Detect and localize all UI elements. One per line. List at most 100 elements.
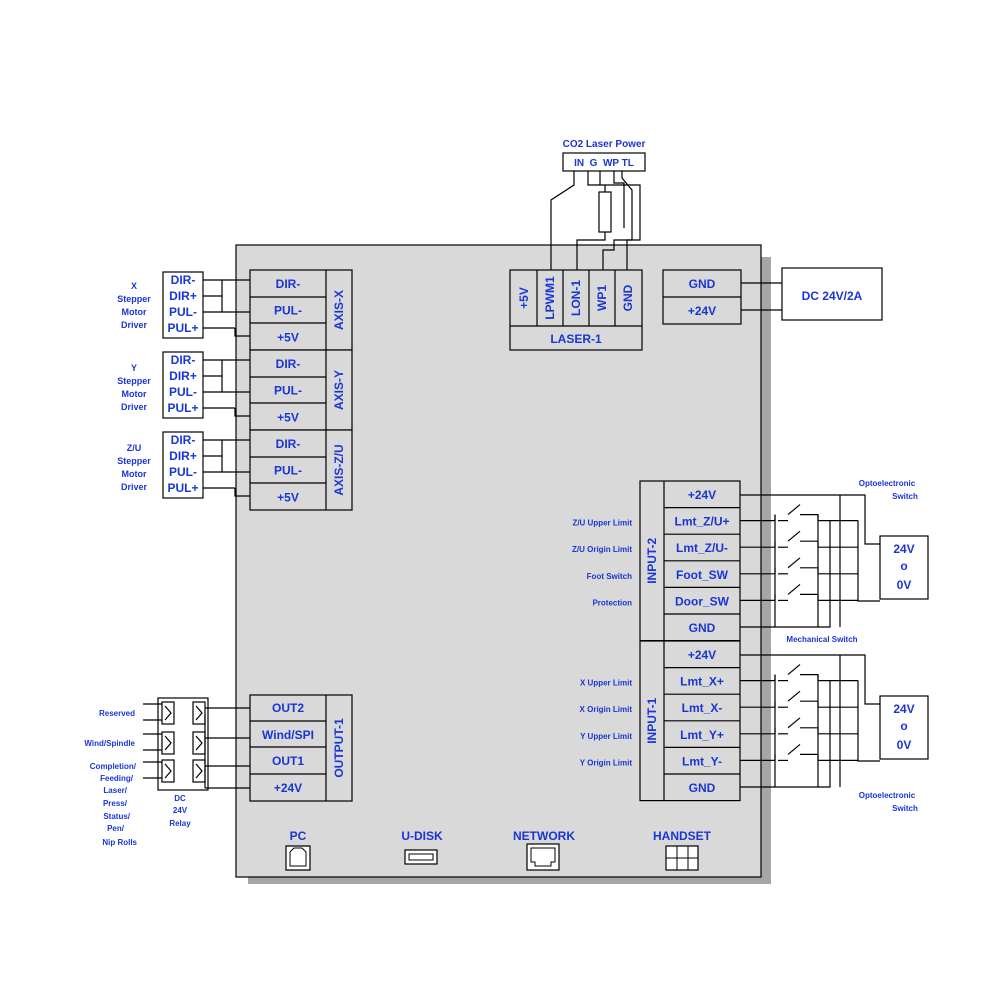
relay-label-relay: Relay <box>169 819 191 828</box>
input-pin-label: +24V <box>688 648 716 662</box>
axis-block-2: DIR-PUL-+5VAXIS-YDIR-DIR+PUL-PUL+YSteppe… <box>117 349 353 431</box>
driver-label-line: Stepper <box>117 456 151 466</box>
completion-label-line2: Feeding/ <box>100 774 134 783</box>
input-description: Protection <box>592 598 632 607</box>
input-label: INPUT-1 <box>645 697 659 743</box>
opto-switch-box <box>879 695 929 760</box>
port-label-u-disk: U-DISK <box>401 829 443 843</box>
axis-pin-label: PUL- <box>274 384 302 398</box>
driver-pin-label: DIR- <box>171 273 196 287</box>
opto-switch-top-line1: Optoelectronic <box>859 479 916 488</box>
completion-label-line5: Status/ <box>103 812 130 821</box>
output-pin-out1: OUT1 <box>272 754 304 768</box>
input-description: X Origin Limit <box>580 705 633 714</box>
axis-label: AXIS-X <box>332 290 346 330</box>
axis-connectors: DIR- PUL- +5V AXIS-X DIR- DIR+ PUL- PUL+ X Steppe… <box>117 269 353 511</box>
driver-label-line: Stepper <box>117 294 151 304</box>
driver-label-line: Z/U <box>127 443 142 453</box>
driver-pin-label: PUL+ <box>167 401 198 415</box>
driver-terminal-box <box>162 431 204 499</box>
relay-label-dc: DC <box>174 794 186 803</box>
co2-laser-power-title: CO2 Laser Power <box>563 139 646 150</box>
co2-laser-power-pins: IN G WP TL <box>574 158 634 169</box>
laser-pin-gnd: GND <box>621 284 635 311</box>
opto-volt-24v: 24V <box>893 542 914 556</box>
input-pin-label: Lmt_X+ <box>680 675 724 689</box>
axis-pin-label: +5V <box>277 490 299 504</box>
driver-pin-label: PUL- <box>169 385 197 399</box>
driver-terminal-box <box>162 271 204 339</box>
relay-label-24v: 24V <box>173 806 188 815</box>
input-pin-label: GND <box>689 781 716 795</box>
driver-pin-label: PUL- <box>169 465 197 479</box>
input-description: Z/U Origin Limit <box>572 545 632 554</box>
axis-block-3: DIR-PUL-+5VAXIS-Z/UDIR-DIR+PUL-PUL+Z/USt… <box>117 429 353 511</box>
axis-pin-label: DIR- <box>276 437 301 451</box>
driver-pin-label: DIR+ <box>169 289 197 303</box>
driver-pin-label: PUL+ <box>167 321 198 335</box>
laser-pin-lpwm1: LPWM1 <box>543 276 557 320</box>
mechanical-switch-label: Mechanical Switch <box>786 635 857 644</box>
port-label-pc: PC <box>290 829 307 843</box>
input-pin-label: Lmt_X- <box>682 701 723 715</box>
driver-label-line: Driver <box>121 402 148 412</box>
driver-label-line: Stepper <box>117 376 151 386</box>
input-pin-label: Lmt_Y+ <box>680 728 724 742</box>
driver-pin-label: DIR+ <box>169 449 197 463</box>
input-pin-label: Lmt_Y- <box>682 754 722 768</box>
opto-volt-0v: 0V <box>897 578 912 592</box>
opto-volt-24v: 24V <box>893 702 914 716</box>
driver-pin-label: PUL+ <box>167 481 198 495</box>
driver-label-line: X <box>131 281 137 291</box>
input-description: Y Upper Limit <box>580 732 632 741</box>
input-pin-label: Lmt_Z/U- <box>676 541 728 555</box>
handset-port-icon <box>665 845 699 871</box>
power-connector: GND +24V DC 24V/2A <box>662 267 883 325</box>
input-description: Z/U Upper Limit <box>572 519 632 528</box>
axis-connector-body <box>249 349 353 431</box>
axis-block-1: DIR-PUL-+5VAXIS-XDIR-DIR+PUL-PUL+XSteppe… <box>117 269 353 351</box>
laser-pin-5v: +5V <box>517 287 531 309</box>
port-label-handset: HANDSET <box>653 829 712 843</box>
driver-label-line: Driver <box>121 320 148 330</box>
power-pin-gnd: GND <box>689 277 716 291</box>
opto-switch-box <box>879 535 929 600</box>
opto-volt-o: o <box>900 719 907 733</box>
opto-volt-0v: 0V <box>897 738 912 752</box>
completion-label-line4: Press/ <box>103 799 128 808</box>
port-label-network: NETWORK <box>513 829 575 843</box>
opto-switch-bottom-line1: Optoelectronic <box>859 791 916 800</box>
laser-1-label: LASER-1 <box>550 332 602 346</box>
driver-label-line: Motor <box>122 389 147 399</box>
switch-bank-1: 24V o 0V <box>740 654 929 788</box>
driver-pin-label: PUL- <box>169 305 197 319</box>
relay-block: DC 24V Relay Reserved Wind/Spindle Compl… <box>84 697 250 847</box>
axis-label: AXIS-Y <box>332 370 346 410</box>
axis-pin-label: +5V <box>277 410 299 424</box>
input-description: Foot Switch <box>587 572 632 581</box>
output-1-connector: OUT2 Wind/SPI OUT1 +24V OUTPUT-1 <box>249 694 353 802</box>
output-pin-24v: +24V <box>274 781 302 795</box>
axis-pin-label: DIR- <box>276 277 301 291</box>
driver-label-line: Motor <box>122 469 147 479</box>
dc-supply-label: DC 24V/2A <box>802 289 863 303</box>
output-pin-wind-spi: Wind/SPI <box>262 728 314 742</box>
relay-output-reserved: Reserved <box>99 709 135 718</box>
completion-label-line3: Laser/ <box>103 786 127 795</box>
input-description: Y Origin Limit <box>580 758 633 767</box>
ports: PC U-DISK NETWORK HANDSET <box>285 829 712 871</box>
opto-switch-bottom-line2: Switch <box>892 804 918 813</box>
completion-label-line1: Completion/ <box>90 762 137 771</box>
input-pin-label: Lmt_Z/U+ <box>674 515 729 529</box>
relay-output-wind-spindle: Wind/Spindle <box>84 739 135 748</box>
axis-connector-body <box>249 269 353 351</box>
input-pin-label: GND <box>689 621 716 635</box>
driver-terminal-box <box>162 351 204 419</box>
input-1-connector: +24V Lmt_X+ Lmt_X- Lmt_Y+ Lmt_Y- GND INPUT-1 X … <box>580 640 741 802</box>
input-pin-label: Foot_SW <box>676 568 729 582</box>
output-pin-out2: OUT2 <box>272 701 304 715</box>
opto-switch-top-line2: Switch <box>892 492 918 501</box>
power-pin-24v: +24V <box>688 304 716 318</box>
